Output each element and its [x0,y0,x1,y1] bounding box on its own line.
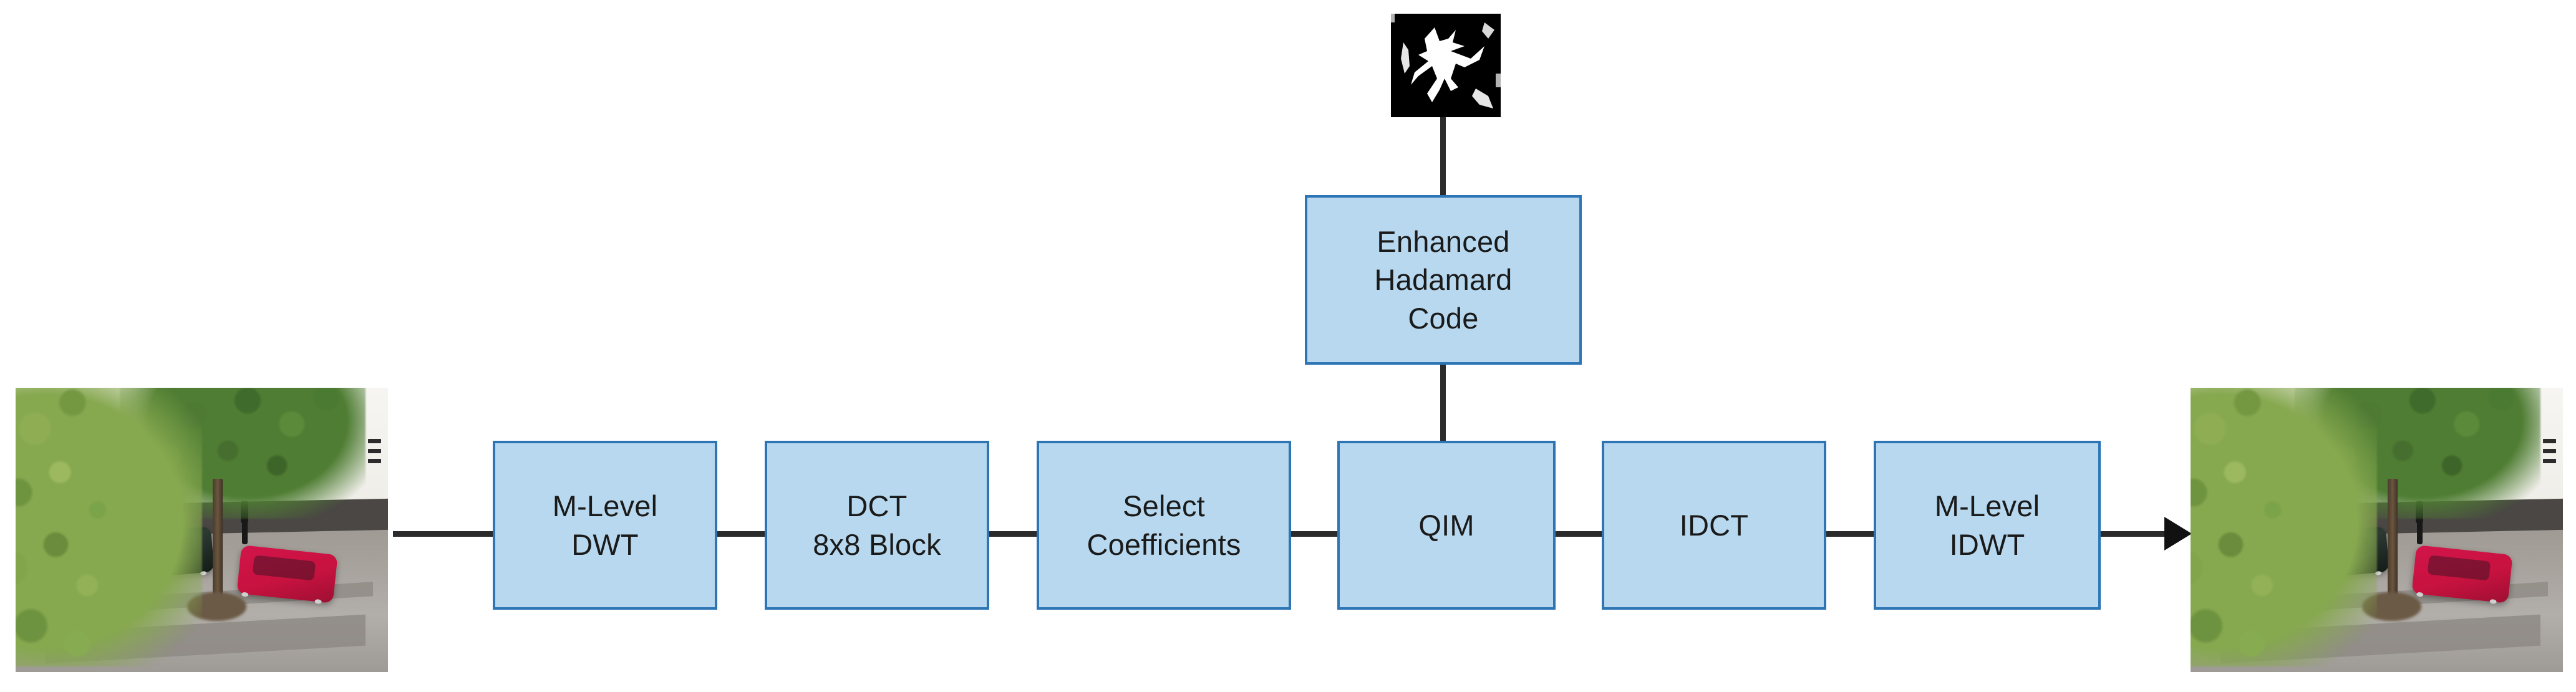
block-m-level-dwt[interactable]: M-Level DWT [493,441,717,610]
connector-watermark-to-hadamard [1440,116,1446,197]
tree-canopy-left [16,388,202,666]
block-enhanced-hadamard-code[interactable]: Enhanced Hadamard Code [1305,195,1582,365]
pedestrian-legs [241,521,248,544]
facade-window [367,459,382,464]
arrowhead-to-output [2164,517,2192,550]
connector-input-to-dwt [393,531,494,537]
block-label: DCT 8x8 Block [813,489,941,561]
connector-idct-to-idwt [1824,531,1876,537]
block-label: Enhanced Hadamard Code [1374,225,1513,335]
block-label: Select Coefficients [1087,489,1241,561]
watermarked-image-scene [2191,388,2563,672]
connector-select-to-qim [1289,531,1340,537]
block-label: M-Level IDWT [1934,489,2040,561]
cover-image [16,388,388,672]
tree-canopy-left [2191,388,2377,666]
facade-window [367,439,382,444]
red-car [236,545,339,604]
binary-watermark [1391,14,1501,117]
red-car-window [252,555,316,581]
tree-trunk [213,478,223,610]
block-label: IDCT [1679,508,1749,542]
red-car [2411,545,2514,604]
connector-hadamard-to-qim [1440,363,1446,443]
facade-window [2542,439,2557,444]
red-car-wheel [314,598,322,604]
block-qim[interactable]: QIM [1337,441,1556,610]
block-dct-8x8[interactable]: DCT 8x8 Block [765,441,989,610]
watermark-shape [1391,14,1501,117]
tree-trunk [2388,478,2398,610]
connector-dct-to-select [987,531,1039,537]
block-m-level-idwt[interactable]: M-Level IDWT [1874,441,2101,610]
cover-image-scene [16,388,388,672]
connector-qim-to-idct [1553,531,1604,537]
block-select-coefficients[interactable]: Select Coefficients [1037,441,1291,610]
red-car-window [2427,555,2491,581]
connector-dwt-to-dct [715,531,767,537]
block-label: QIM [1418,508,1474,542]
block-label: M-Level DWT [552,489,658,561]
facade-window [2542,459,2557,464]
pedestrian-legs [2416,521,2423,544]
red-car-wheel [2489,598,2497,604]
facade-window [2542,449,2557,454]
block-idct[interactable]: IDCT [1602,441,1826,610]
watermarked-image [2191,388,2563,672]
facade-window [367,449,382,454]
connector-idwt-to-output [2098,531,2167,537]
